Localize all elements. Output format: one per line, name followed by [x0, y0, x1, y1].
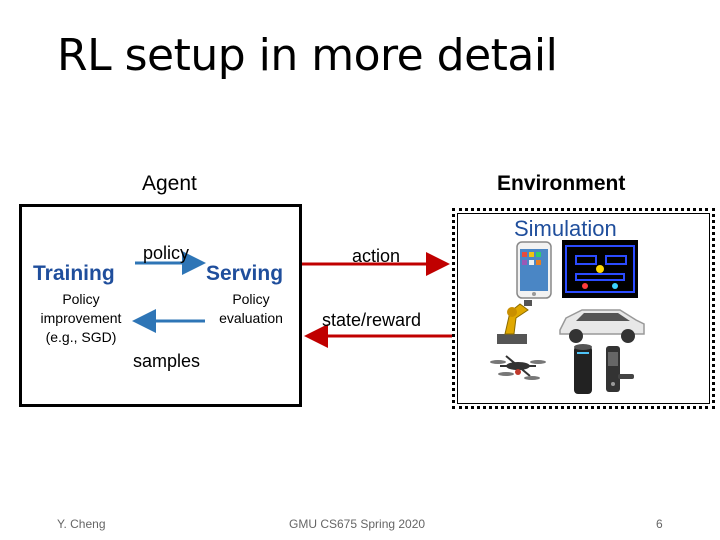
- car-icon: [559, 309, 645, 343]
- simulation-label: Simulation: [514, 216, 617, 241]
- smart-speaker-icon: [574, 344, 592, 394]
- environment-label: Environment: [497, 172, 626, 195]
- door-lock-icon: [606, 346, 634, 392]
- serving-label: Serving: [206, 262, 284, 285]
- training-label: Training: [33, 262, 115, 285]
- slide-title: RL setup in more detail: [57, 30, 558, 81]
- environment-box: [452, 208, 715, 409]
- pacman-game-icon: [562, 240, 638, 298]
- smartphone-icon: [516, 241, 552, 299]
- drone-icon: [490, 355, 546, 380]
- policy-arrow-label: policy: [143, 243, 190, 263]
- agent-label: Agent: [142, 172, 197, 195]
- training-description: Policy improvement (e.g., SGD): [40, 291, 122, 345]
- footer-course: GMU CS675 Spring 2020: [289, 517, 426, 531]
- footer-author: Y. Cheng: [57, 517, 106, 531]
- page-number: 6: [656, 517, 663, 531]
- serving-description: Policy evaluation: [219, 291, 283, 326]
- samples-arrow-label: samples: [133, 351, 201, 371]
- state-reward-arrow-label: state/reward: [322, 310, 422, 330]
- agent-box: [19, 204, 302, 407]
- action-arrow-label: action: [352, 246, 401, 266]
- robot-arm-icon: [497, 300, 532, 344]
